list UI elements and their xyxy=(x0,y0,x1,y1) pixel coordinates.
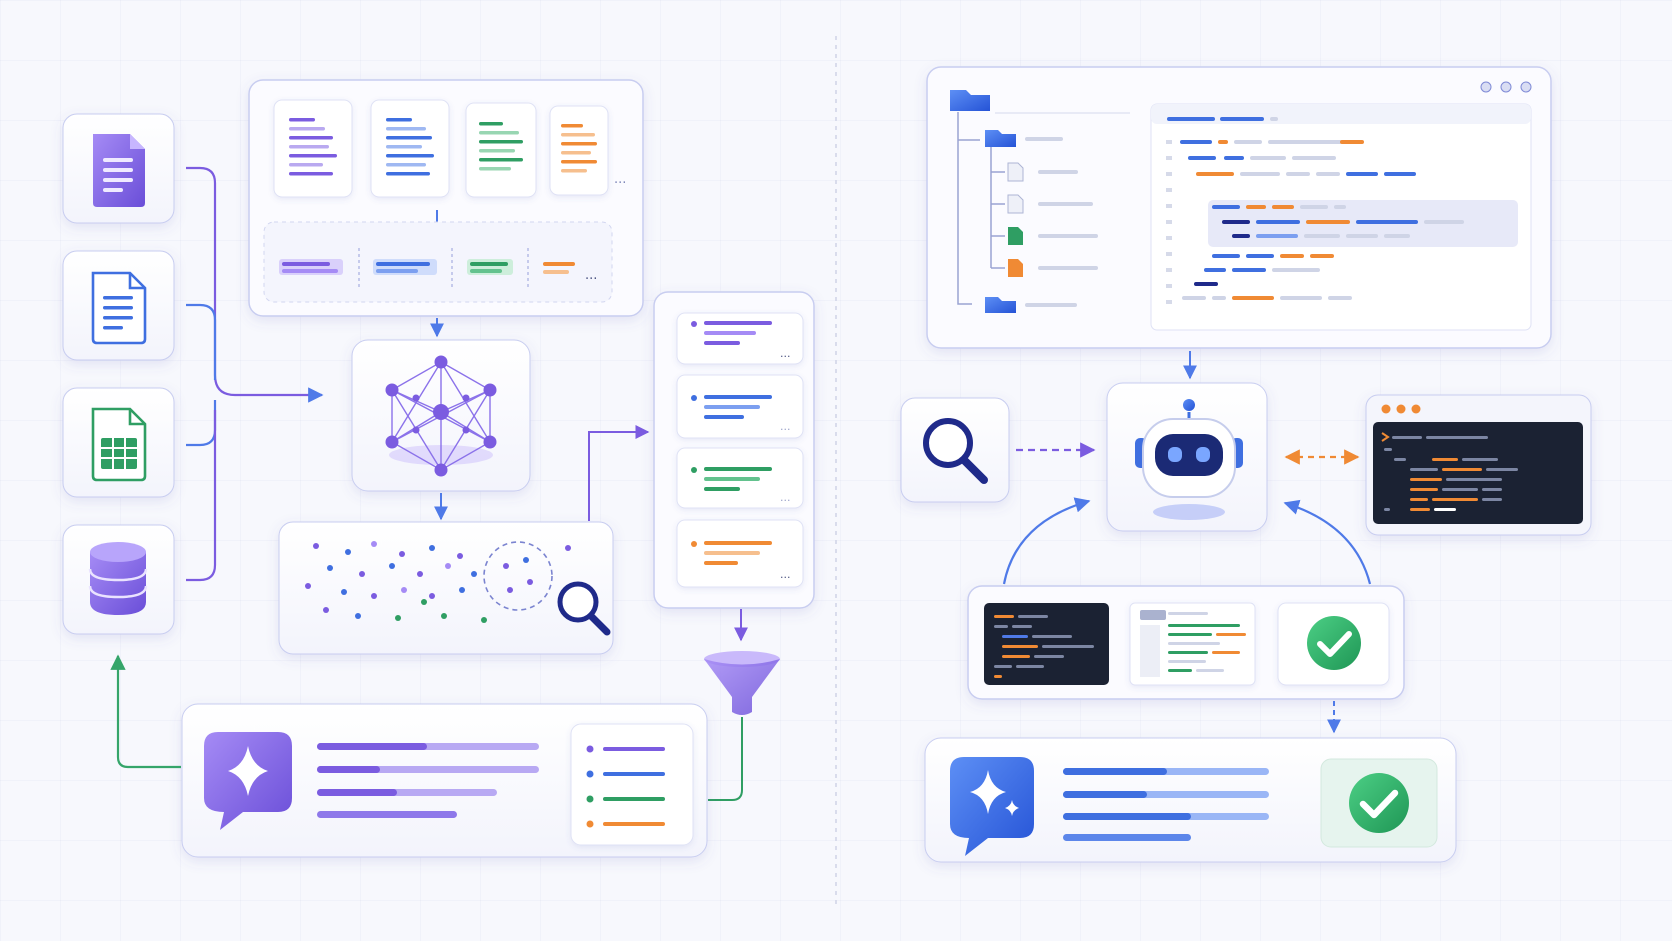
source-card-3 xyxy=(62,387,175,498)
arrow-answer-feedback xyxy=(110,654,181,769)
check-card xyxy=(1277,602,1390,686)
terminal-icon xyxy=(1381,432,1390,442)
code-workspace-window xyxy=(926,66,1552,349)
database-icon xyxy=(88,542,148,615)
chunk-doc-green xyxy=(465,102,537,198)
chunk-strip: ... xyxy=(263,221,613,303)
document-chunks-row: ... xyxy=(273,99,626,198)
answer-citations xyxy=(570,723,694,846)
check-circle-icon xyxy=(1307,616,1361,670)
chunk-doc-orange xyxy=(549,105,609,196)
search-tool-card xyxy=(900,397,1010,503)
agent-card xyxy=(1106,382,1268,532)
arrow-results-to-agent-left xyxy=(1002,497,1091,585)
answer-text-lines xyxy=(317,743,539,818)
final-answer-panel xyxy=(924,737,1457,863)
result-ellipsis-3: ... xyxy=(780,491,791,504)
check-circle-icon xyxy=(1349,773,1409,833)
result-ellipsis-2: ... xyxy=(780,420,791,433)
chunk-strip-ellipsis: ... xyxy=(585,268,597,283)
arrow-vectors-to-results xyxy=(588,425,650,521)
retrieved-results-panel: ... ... ... xyxy=(653,291,815,609)
chunk-doc-purple xyxy=(273,99,353,198)
purple-document-icon xyxy=(93,134,145,207)
source-card-1 xyxy=(62,113,175,224)
sparkle-chat-icon xyxy=(204,732,292,830)
magnifier-icon xyxy=(923,418,988,484)
robot-icon xyxy=(1135,399,1243,498)
right-agent-workflow xyxy=(900,66,1592,863)
left-pipeline: ... xyxy=(62,79,815,858)
result-ellipsis-4: ... xyxy=(780,568,791,581)
verification-panel xyxy=(967,585,1405,700)
vector-store-card xyxy=(278,521,614,655)
result-ellipsis-1: ... xyxy=(780,347,791,360)
diff-preview xyxy=(1129,602,1256,686)
sparkle-chat-icon xyxy=(950,757,1034,856)
final-answer-lines xyxy=(1063,768,1269,841)
source-card-4 xyxy=(62,524,175,635)
file-tree xyxy=(950,90,1130,313)
folder-icon xyxy=(950,90,990,111)
result-card-blue: ... xyxy=(676,374,804,439)
answer-panel xyxy=(181,703,708,858)
terminal-lines xyxy=(1384,436,1518,511)
embedding-points xyxy=(305,541,571,623)
similarity-cluster xyxy=(483,541,553,611)
green-spreadsheet-icon xyxy=(91,407,147,482)
source-connectors xyxy=(186,166,324,582)
line-number-gutter xyxy=(1166,140,1172,304)
final-check-card xyxy=(1320,758,1438,848)
result-card-purple: ... xyxy=(676,312,804,365)
chunk-docs-ellipsis: ... xyxy=(614,172,626,187)
magnifier-icon xyxy=(557,581,611,636)
source-card-2 xyxy=(62,250,175,361)
connector-filter-to-answer xyxy=(708,717,743,801)
chunk-doc-blue xyxy=(370,99,450,198)
embedding-model-card xyxy=(351,339,531,492)
blue-document-icon xyxy=(91,271,147,345)
code-run-preview xyxy=(984,603,1109,685)
result-card-green: ... xyxy=(676,447,804,509)
chunking-panel: ... xyxy=(248,79,644,317)
terminal-window xyxy=(1365,394,1592,536)
funnel-icon xyxy=(704,651,780,715)
code-lines xyxy=(1180,140,1464,300)
result-card-orange: ... xyxy=(676,519,804,588)
code-editor xyxy=(1150,103,1532,331)
arrow-results-to-agent-right xyxy=(1283,499,1372,585)
neural-network-cube-icon xyxy=(385,355,497,477)
